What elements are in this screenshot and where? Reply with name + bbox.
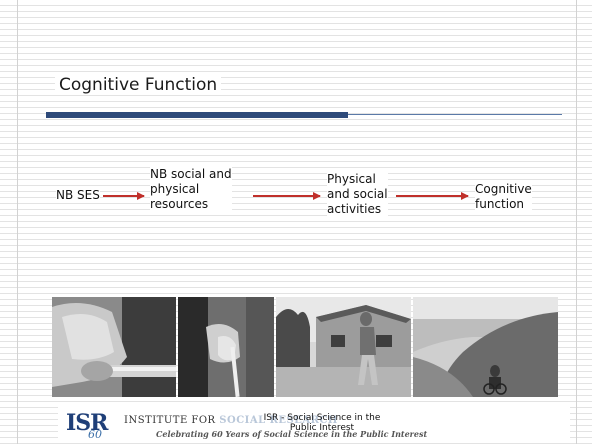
title-underline-rule — [348, 114, 562, 115]
photo-man-walking-street — [276, 297, 411, 397]
node-line: resources — [150, 197, 209, 211]
node-line: activities — [327, 202, 382, 216]
institute-prefix: INSTITUTE FOR — [124, 415, 216, 426]
node-activities: Physical and social activities — [327, 172, 388, 217]
node-line: Physical — [327, 172, 376, 186]
isr-logo: ISR — [66, 410, 108, 436]
footer-caption: ISR - Social Science in the Public Inter… — [263, 413, 381, 433]
node-cognitive: Cognitive function — [475, 182, 532, 212]
photo-person-on-coastal-hill — [413, 297, 558, 397]
photo-hands-with-cane — [178, 297, 274, 397]
node-line: NB SES — [56, 188, 100, 202]
institute-suffix: SOCIAL RESEARCH — [219, 415, 338, 426]
node-line: function — [475, 197, 525, 211]
node-line: NB social and — [150, 167, 232, 181]
photo-hand-on-walker — [52, 297, 176, 397]
node-nb-ses: NB SES — [56, 188, 100, 203]
slide-title: Cognitive Function — [55, 75, 222, 95]
node-line: and social — [327, 187, 388, 201]
institute-tagline: Celebrating 60 Years of Social Science i… — [156, 429, 428, 439]
title-underline-bar — [46, 112, 348, 118]
node-line: physical — [150, 182, 200, 196]
node-nb-resources: NB social and physical resources — [150, 167, 232, 212]
node-line: Cognitive — [475, 182, 532, 196]
slide-frame — [17, 0, 577, 444]
institute-name: INSTITUTE FOR SOCIAL RESEARCH — [124, 415, 338, 426]
isr-logo-badge: 60 — [88, 428, 102, 441]
footer-banner: ISR 60 INSTITUTE FOR SOCIAL RESEARCH Cel… — [58, 404, 570, 441]
